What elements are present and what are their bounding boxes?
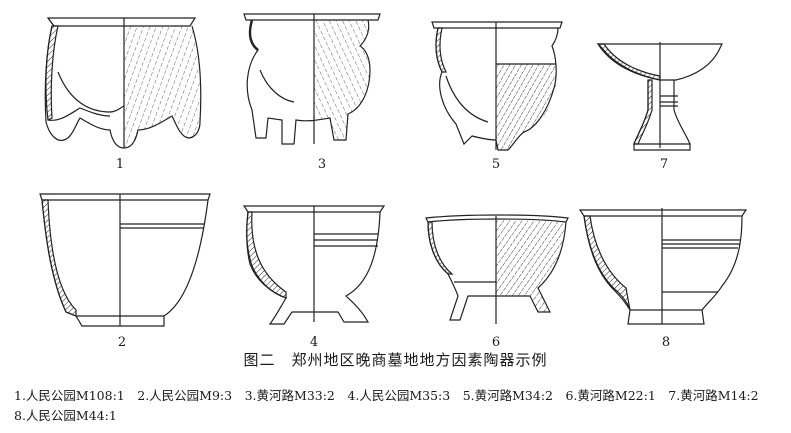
figure-number-5: 5 [491, 157, 501, 172]
figure-number-2: 2 [117, 335, 127, 350]
vessel-drawing-6 [425, 214, 569, 324]
figure-number-8: 8 [661, 335, 671, 350]
figure-number-6: 6 [491, 335, 501, 350]
figure-number-7: 7 [659, 157, 669, 172]
vessel-drawing-8 [578, 208, 748, 325]
caption-item: 8.人民公园M44:1 [14, 408, 117, 423]
caption-item: 3.黄河路M33:2 [244, 388, 335, 403]
figure-number-3: 3 [317, 157, 327, 172]
vessel-drawing-2 [39, 193, 211, 327]
caption-item: 6.黄河路M22:1 [565, 388, 656, 403]
figure-number-4: 4 [309, 335, 319, 350]
vessel-drawing-4 [242, 205, 386, 325]
caption-item: 5.黄河路M34:2 [462, 388, 553, 403]
vessel-drawing-3 [243, 13, 381, 145]
caption-item: 4.人民公园M35:3 [347, 388, 451, 403]
vessel-drawing-7 [596, 42, 723, 151]
caption-item: 2.人民公园M9:3 [137, 388, 233, 403]
vessel-drawing-5 [431, 21, 563, 151]
caption-item: 7.黄河路M14:2 [668, 388, 759, 403]
figure-caption: 1.人民公园M108:1 2.人民公园M9:3 3.黄河路M33:2 4.人民公… [14, 386, 774, 426]
vessel-drawing-1 [44, 17, 202, 149]
caption-item: 1.人民公园M108:1 [14, 388, 125, 403]
figure-title: 图二 郑州地区晚商墓地地方因素陶器示例 [243, 351, 548, 369]
figure-number-1: 1 [115, 157, 125, 172]
